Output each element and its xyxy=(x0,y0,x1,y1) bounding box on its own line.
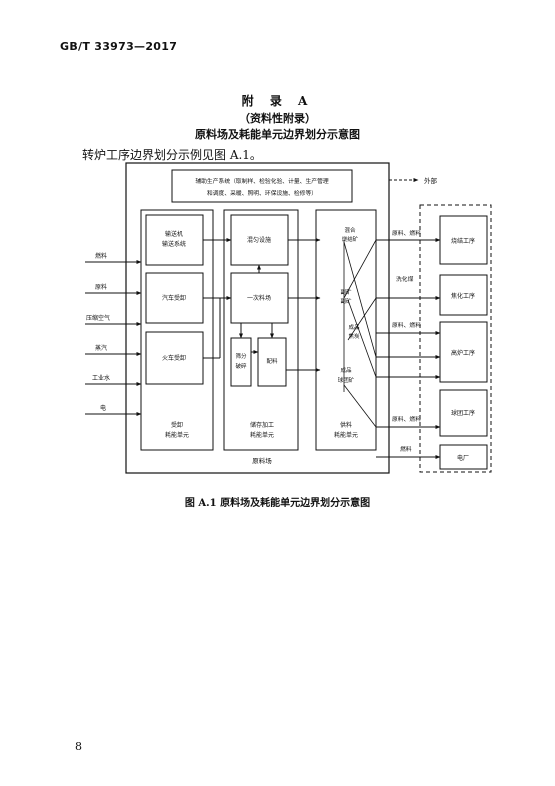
supply-ore2-text-a: 副矿 xyxy=(340,288,352,296)
storage-unit-label-2: 耗能单元 xyxy=(250,431,274,439)
coking-process-box xyxy=(439,274,488,316)
input-label-fuel: 燃料 xyxy=(95,252,107,260)
belt-conveyor-text-1: 输送机 xyxy=(165,230,183,238)
page-number: 8 xyxy=(75,740,82,753)
supply-coal-text-a: 成品 xyxy=(348,323,360,331)
supply-pellet-text-a: 成品 xyxy=(340,366,352,374)
ore-cross-4 xyxy=(343,384,377,428)
raw-material-yard-box xyxy=(125,162,390,474)
supply-ore1-text-b: 烧结矿 xyxy=(342,235,359,243)
intro-paragraph: 转炉工序边界划分示例见图 A.1。 xyxy=(82,148,262,162)
annex-name: 原料场及耗能单元边界划分示意图 xyxy=(195,128,360,141)
input-label-power: 电 xyxy=(100,404,106,412)
pellet-process-text: 球团工序 xyxy=(451,409,475,417)
flow-label-coking: 洗化煤 xyxy=(396,275,414,283)
storage-unit-box xyxy=(223,209,299,451)
sinter-process-text: 烧结工序 xyxy=(451,237,475,245)
screening-text: 筛分 xyxy=(235,352,247,360)
supply-unit-label-2: 耗能单元 xyxy=(334,431,358,439)
standard-code-header: GB/T 33973—2017 xyxy=(60,40,178,53)
input-label-raw: 原料 xyxy=(95,283,107,291)
supply-coal-text-b: 焦炭 xyxy=(348,332,360,340)
train-unloading-text: 火车受卸 xyxy=(162,354,186,362)
process-boundary-dashed xyxy=(419,204,492,473)
truck-unloading-text: 汽车受卸 xyxy=(162,294,186,302)
auxiliary-system-text-1: 辅助生产系统（取制样、检验化验、计量、生产管理 xyxy=(195,177,329,185)
flow-label-bf: 原料、燃料 xyxy=(392,321,421,329)
annex-type: （资料性附录） xyxy=(239,112,316,125)
auxiliary-system-box xyxy=(171,169,353,203)
coking-process-text: 焦化工序 xyxy=(451,292,475,300)
storage-unit-label-1: 储存加工 xyxy=(250,421,274,429)
outside-label: 外部 xyxy=(424,176,438,185)
supply-ore1-text-a: 混合 xyxy=(344,226,356,234)
flow-label-pellet: 原料、燃料 xyxy=(392,415,421,423)
blending-text: 配料 xyxy=(266,357,278,365)
screening-crushing-box xyxy=(230,337,252,387)
input-label-water: 工业水 xyxy=(92,374,110,382)
crushing-text: 破碎 xyxy=(235,362,247,370)
unloading-unit-label-1: 受卸 xyxy=(171,421,183,429)
supply-unit-label-1: 供料 xyxy=(340,421,352,429)
auxiliary-system-text-2: 和调度、采暖、照明、环保设施、检修等） xyxy=(207,189,317,197)
supply-unit-box xyxy=(315,209,377,451)
ore-cross-5 xyxy=(347,299,377,378)
belt-conveyor-text-2: 输送系统 xyxy=(162,240,186,248)
flow-label-power: 燃料 xyxy=(400,445,412,453)
power-plant-box xyxy=(439,444,488,470)
unloading-unit-box xyxy=(140,209,214,451)
supply-pellet-text-b: 球团矿 xyxy=(338,376,355,384)
annex-title: 附 录 A xyxy=(241,94,314,108)
belt-conveyor-box xyxy=(145,214,204,266)
power-plant-text: 电厂 xyxy=(457,454,469,462)
input-label-air: 压缩空气 xyxy=(86,314,110,322)
yard-label: 原料场 xyxy=(252,456,272,465)
unloading-unit-label-2: 耗能单元 xyxy=(165,431,189,439)
sinter-process-box xyxy=(439,215,488,265)
input-label-steam: 蒸汽 xyxy=(95,344,107,352)
primary-yard-text: 一次料场 xyxy=(247,294,271,302)
ore-cross-1 xyxy=(343,241,377,358)
mixing-facility-text: 混匀设施 xyxy=(247,236,271,244)
ore-cross-3 xyxy=(347,297,377,341)
blast-furnace-process-box xyxy=(439,321,488,383)
pellet-process-box xyxy=(439,389,488,437)
supply-ore2-text-b: 副矿 xyxy=(340,297,352,305)
ore-cross-2 xyxy=(343,239,377,299)
flow-label-sinter: 原料、燃料 xyxy=(392,229,421,237)
figure-caption: 图 A.1 原料场及耗能单元边界划分示意图 xyxy=(184,498,371,509)
blast-furnace-process-text: 高炉工序 xyxy=(451,349,475,357)
